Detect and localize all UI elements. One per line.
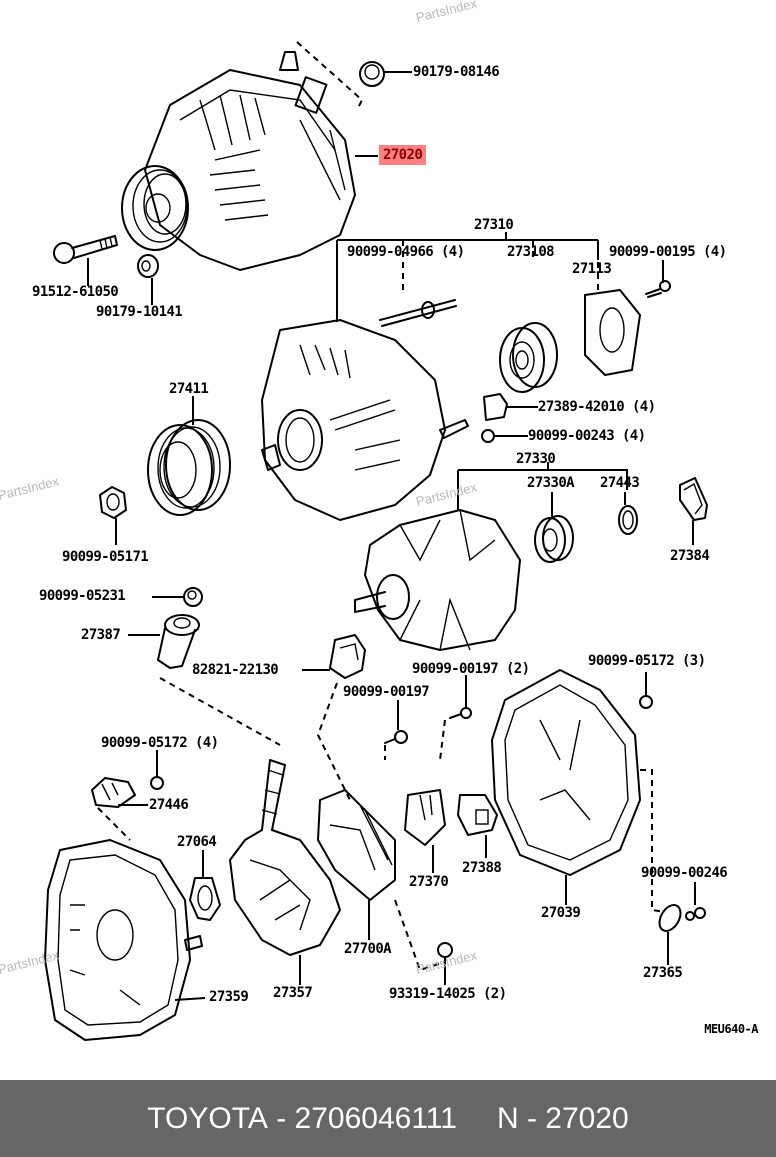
label-27443[interactable]: 27443: [600, 475, 640, 491]
nut-90099-05172-3-drawing: [639, 695, 653, 709]
label-27446[interactable]: 27446: [149, 797, 189, 813]
label-90099-00197[interactable]: 90099-00197: [343, 684, 430, 700]
retainer-plate-27113-drawing: [584, 289, 641, 376]
label-91512-61050[interactable]: 91512-61050: [32, 284, 119, 300]
footer-ref-prefix: N: [496, 1101, 519, 1135]
nut-90099-05171-drawing: [99, 486, 127, 519]
nut-90099-05231-drawing: [183, 587, 203, 607]
diagram-reference-code: MEU640-A: [704, 1022, 758, 1036]
label-27384[interactable]: 27384: [670, 548, 710, 564]
label-27365[interactable]: 27365: [643, 965, 683, 981]
footer-ref-number: 27020: [545, 1101, 629, 1135]
drive-end-frame-27310-drawing: [261, 319, 469, 521]
label-27020-highlighted[interactable]: 27020: [379, 145, 427, 165]
label-27359[interactable]: 27359: [209, 989, 249, 1005]
label-90099-05231[interactable]: 90099-05231: [39, 588, 126, 604]
screw-90099-04966-drawing: [379, 299, 457, 327]
bearing-273108-drawing: [499, 322, 558, 393]
label-90099-00195[interactable]: 90099-00195 (4): [609, 244, 727, 260]
label-90099-05172-4[interactable]: 90099-05172 (4): [101, 735, 219, 751]
nut-90099-05172-4-drawing: [150, 776, 164, 790]
nut-90099-00246-drawing: [685, 907, 706, 921]
label-27330[interactable]: 27330: [516, 451, 556, 467]
label-27700A[interactable]: 27700A: [344, 941, 392, 957]
label-27388[interactable]: 27388: [462, 860, 502, 876]
rectifier-27357-drawing: [229, 759, 341, 956]
label-27387[interactable]: 27387: [81, 627, 121, 643]
parts-diagram: 90179-08146 27020 27310 90099-04966 (4) …: [0, 0, 758, 1041]
label-90099-05172-3[interactable]: 90099-05172 (3): [588, 653, 706, 669]
separator-dash: -: [276, 1101, 287, 1135]
footer-bar: TOYOTA - 2706046111 N - 27020: [0, 1080, 776, 1157]
separator-dash: -: [526, 1101, 537, 1135]
label-90179-10141[interactable]: 90179-10141: [96, 304, 183, 320]
ring-27443-drawing: [618, 505, 638, 535]
screw-90099-00195-drawing: [645, 280, 671, 298]
label-27064[interactable]: 27064: [177, 834, 217, 850]
label-93319-14025[interactable]: 93319-14025 (2): [389, 986, 507, 1002]
cover-27384-drawing: [679, 477, 708, 521]
insulator-27446-drawing: [91, 777, 136, 808]
label-27310[interactable]: 27310: [474, 217, 514, 233]
footer-part-number: 2706046111: [294, 1101, 457, 1135]
footer-separator: -: [268, 1102, 295, 1136]
cap-nut-90179-08146-drawing: [359, 61, 385, 87]
screw-90099-00197-2-drawing: [449, 707, 472, 719]
label-82821-22130[interactable]: 82821-22130: [192, 662, 279, 678]
label-27357[interactable]: 27357: [273, 985, 313, 1001]
insulator-27389-42010-drawing: [483, 393, 508, 421]
washer-90179-10141-drawing: [137, 254, 159, 278]
brush-holder-27370-drawing: [404, 789, 446, 846]
label-27039[interactable]: 27039: [541, 905, 581, 921]
label-90099-05171[interactable]: 90099-05171: [62, 549, 149, 565]
rear-end-cover-27359-drawing: [44, 839, 203, 1041]
nut-90099-00243-drawing: [481, 429, 495, 443]
footer-separator: -: [519, 1102, 546, 1136]
label-90179-08146[interactable]: 90179-08146: [413, 64, 500, 80]
label-90099-00197-2[interactable]: 90099-00197 (2): [412, 661, 530, 677]
label-27389-42010[interactable]: 27389-42010 (4): [538, 399, 656, 415]
label-90099-00246[interactable]: 90099-00246: [641, 865, 728, 881]
label-27113[interactable]: 27113: [572, 261, 612, 277]
bushing-27365-drawing: [658, 904, 682, 932]
terminal-insulator-27387-drawing: [157, 614, 200, 669]
bolt-91512-61050-drawing: [53, 235, 118, 264]
connector-82821-22130-drawing: [329, 634, 366, 679]
footer-brand: TOYOTA: [147, 1101, 268, 1135]
rotor-27330-drawing: [354, 509, 521, 651]
label-27370[interactable]: 27370: [409, 874, 449, 890]
label-273108[interactable]: 273108: [507, 244, 555, 260]
screw-90099-00197-drawing: [384, 730, 408, 744]
label-90099-00243[interactable]: 90099-00243 (4): [528, 428, 646, 444]
pulley-27411-drawing: [147, 419, 231, 516]
cover-27388-drawing: [457, 794, 498, 836]
rear-frame-27039-drawing: [491, 669, 641, 876]
alternator-assembly-drawing: [121, 51, 356, 271]
diagram-drawing: [44, 41, 708, 1041]
gasket-27064-drawing: [189, 877, 221, 921]
label-27411[interactable]: 27411: [169, 381, 209, 397]
label-90099-04966[interactable]: 90099-04966 (4): [347, 244, 465, 260]
voltage-regulator-27700A-drawing: [317, 789, 396, 901]
bearing-27330A-drawing: [534, 515, 574, 563]
label-27330A[interactable]: 27330A: [527, 475, 575, 491]
